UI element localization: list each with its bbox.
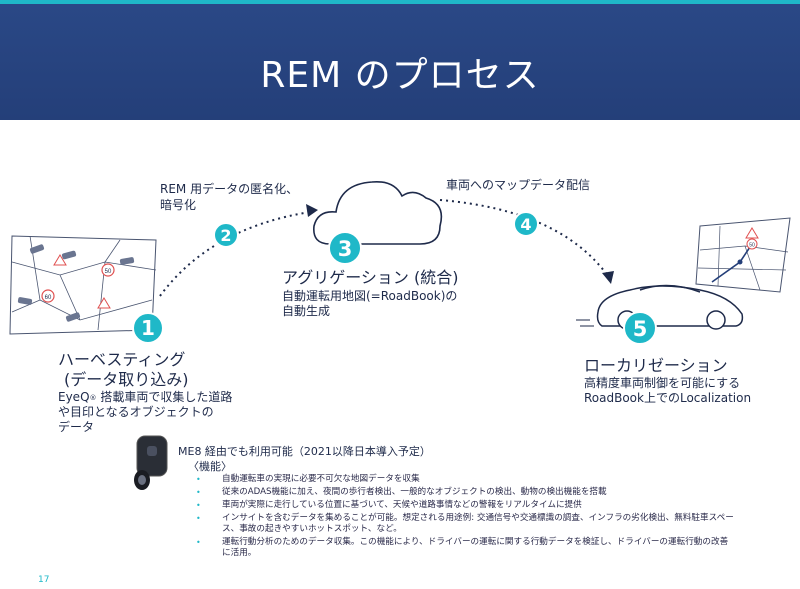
step-1-badge: 1	[132, 312, 164, 344]
arc-1-arrowhead	[306, 204, 318, 217]
feature-item: •車両が実際に走行している位置に基づいて、天候や道路事情などの警報をリアルタイム…	[196, 500, 582, 510]
bullet-icon: •	[196, 538, 201, 547]
step-3-number: 3	[338, 237, 353, 261]
bullet-icon: •	[196, 501, 201, 510]
step-1-desc-line-2: や目印となるオブジェクトの	[58, 405, 214, 419]
arc-1-to-3	[159, 211, 311, 297]
step-2-label-line-1: REM 用データの匿名化、	[160, 182, 299, 196]
step-1-number: 1	[141, 316, 155, 340]
step-4-badge: 4	[513, 211, 539, 237]
feature-item: •運転行動分析のためのデータ収集。この機能により、ドライバーの運転に関する行動デ…	[196, 537, 729, 558]
arc-3-arrowhead	[602, 271, 614, 284]
feature-item: •従来のADAS機能に加え、夜間の歩行者検出、一般的なオブジェクトの検出、動物の…	[196, 487, 607, 497]
me8-subtitle: 〈機能〉	[188, 460, 232, 473]
feature-item: •インサイトを含むデータを集めることが可能。想定される用途例: 交通信号や交通標…	[196, 513, 734, 534]
speed-sign-50-nav: 50	[749, 243, 755, 249]
step-3-badge: 3	[328, 231, 362, 265]
me8-title: ME8 経由でも利用可能（2021以降日本導入予定）	[178, 445, 431, 458]
step-5-badge: 5	[623, 311, 657, 345]
page-title: REM のプロセス	[260, 55, 540, 96]
title-banner: REM のプロセス	[0, 4, 800, 120]
speed-sign-60: 60	[45, 295, 52, 301]
bullet-icon: •	[196, 514, 201, 523]
cloud-icon	[313, 180, 443, 245]
step-3-title: アグリゲーション (統合)	[282, 268, 459, 287]
me8-device-icon	[134, 435, 168, 490]
step-3-desc-line-1: 自動運転用地図(=RoadBook)の	[282, 289, 458, 303]
step-3-desc-line-2: 自動生成	[282, 304, 331, 318]
step-4-number: 4	[520, 215, 531, 234]
step-4-label: 車両へのマップデータ配信	[446, 178, 591, 192]
accent-top-line	[0, 0, 800, 4]
me8-feature-list: •自動運転車の実現に必要不可欠な地図データを収集 •従来のADAS機能に加え、夜…	[196, 474, 736, 561]
step-5-title: ローカリゼーション	[584, 356, 728, 375]
step-1-desc-line-3: データ	[58, 420, 95, 434]
car-icon	[576, 284, 744, 330]
step-5-desc-line-2: RoadBook上でのLocalization	[584, 391, 752, 405]
step-2-label-line-2: 暗号化	[160, 198, 197, 212]
step-1-desc-line-1: EyeQ® 搭載車両で収集した道路	[58, 390, 233, 404]
feature-item: •自動運転車の実現に必要不可欠な地図データを収集	[196, 474, 420, 484]
step-5-desc-line-1: 高精度車両制御を可能にする	[584, 376, 741, 390]
road-map-sketch: 50 60	[9, 235, 157, 335]
navigation-map-sketch: 50	[695, 217, 791, 293]
step-1-title-line-1: ハーベスティング	[58, 350, 186, 369]
step-5-number: 5	[633, 317, 648, 341]
page-number: 17	[38, 575, 50, 585]
speed-sign-50: 50	[105, 269, 112, 275]
bullet-icon: •	[196, 488, 201, 497]
step-2-number: 2	[220, 226, 231, 245]
bullet-icon: •	[196, 475, 201, 484]
step-2-badge: 2	[213, 222, 239, 248]
step-1-title-line-2: (データ取り込み)	[64, 370, 189, 389]
